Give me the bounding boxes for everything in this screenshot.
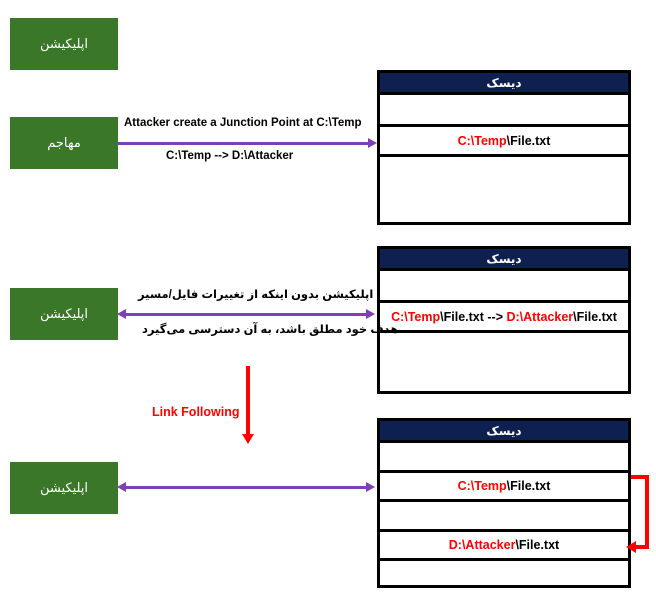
link-following-arrow-shaft <box>246 366 250 436</box>
file-path-entry: D:\Attacker\File.txt <box>448 538 560 552</box>
disk-header-label: دیسک <box>380 249 628 268</box>
symlink-bracket-side <box>645 475 649 547</box>
disk-header-label: دیسک <box>380 73 628 92</box>
symlink-bracket-bottom <box>636 545 649 549</box>
arrowhead-left-icon <box>117 309 126 319</box>
disk-header-label: دیسک <box>380 421 628 440</box>
arrow-application-to-disk <box>124 313 368 316</box>
arrowhead-right-icon <box>368 138 377 148</box>
table-row <box>380 330 628 391</box>
flow-caption-above: اپلیکیشن بدون اینکه از تغییرات فایل/مسیر <box>138 289 374 301</box>
arrowhead-right-icon <box>366 309 375 319</box>
table-row <box>380 440 628 470</box>
flow-caption-below: هدف خود مطلق باشد، به آن دسترسی می‌گیرد <box>142 324 399 336</box>
actor-box-application-bottom: اپلیکیشن <box>10 462 118 514</box>
table-row <box>380 154 628 222</box>
actor-label: اپلیکیشن <box>39 480 89 495</box>
flow-caption-above: Attacker create a Junction Point at C:\T… <box>124 117 362 129</box>
actor-label: اپلیکیشن <box>39 36 89 51</box>
arrow-attacker-to-disk <box>118 142 370 145</box>
arrow-application-to-resolved-disk <box>124 486 368 489</box>
disk-table-3: دیسک C:\Temp\File.txt D:\Attacker\File.t… <box>377 418 631 588</box>
table-row <box>380 268 628 300</box>
table-row: D:\Attacker\File.txt <box>380 529 628 558</box>
table-row: C:\Temp\File.txt <box>380 124 628 154</box>
actor-box-application-middle: اپلیکیشن <box>10 288 118 340</box>
table-row <box>380 499 628 529</box>
table-row <box>380 558 628 585</box>
file-path-entry: C:\Temp\File.txt <box>457 133 551 148</box>
arrowhead-down-icon <box>242 434 254 444</box>
actor-label: مهاجم <box>47 135 81 150</box>
file-path-entry: C:\Temp\File.txt --> D:\Attacker\File.tx… <box>391 309 617 324</box>
actor-box-application-top: اپلیکیشن <box>10 18 118 70</box>
symlink-bracket-top <box>631 475 649 479</box>
disk-table-1: دیسک C:\Temp\File.txt <box>377 70 631 225</box>
arrowhead-left-icon <box>626 541 636 553</box>
disk-table-2: دیسک C:\Temp\File.txt --> D:\Attacker\Fi… <box>377 246 631 394</box>
actor-label: اپلیکیشن <box>39 306 89 321</box>
table-row: C:\Temp\File.txt --> D:\Attacker\File.tx… <box>380 300 628 330</box>
arrowhead-right-icon <box>366 482 375 492</box>
file-path-entry: C:\Temp\File.txt <box>457 479 551 493</box>
flow-caption-below: C:\Temp --> D:\Attacker <box>166 150 294 162</box>
table-row: C:\Temp\File.txt <box>380 470 628 499</box>
table-row <box>380 92 628 124</box>
arrowhead-left-icon <box>117 482 126 492</box>
actor-box-attacker: مهاجم <box>10 117 118 169</box>
link-following-label: Link Following <box>152 405 240 419</box>
